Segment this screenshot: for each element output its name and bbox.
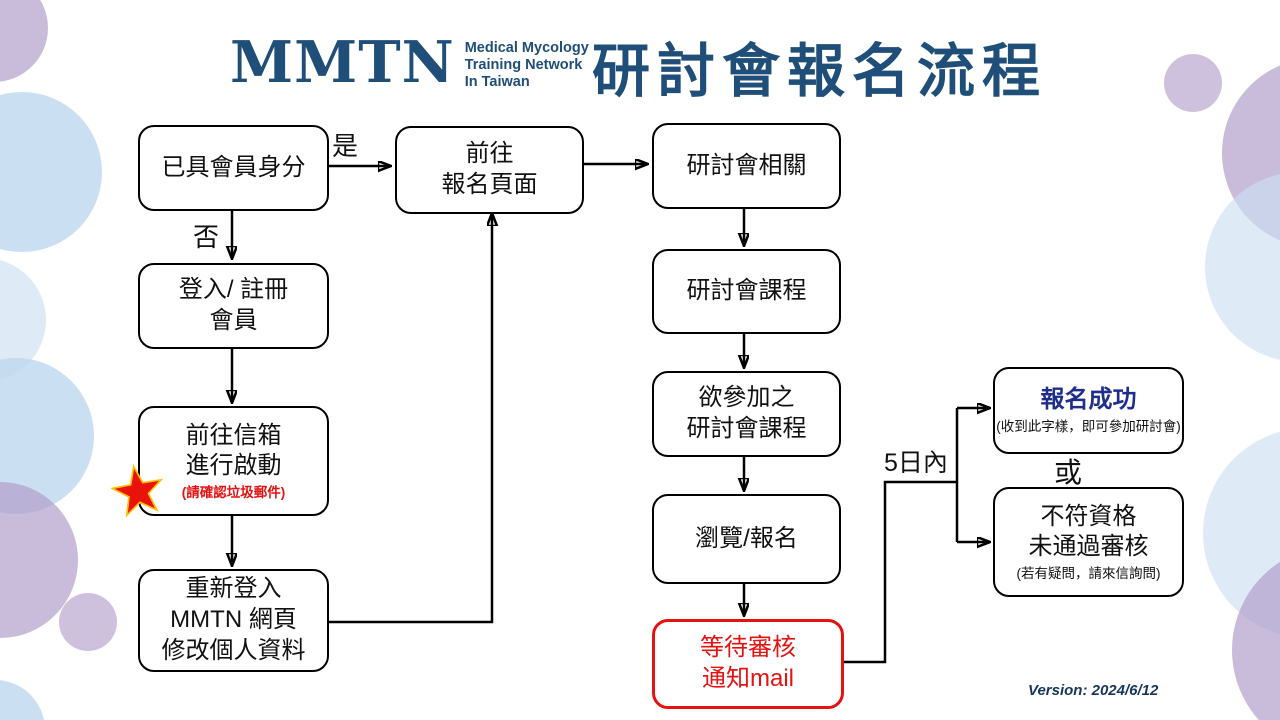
star-icon <box>111 464 164 518</box>
flow-step-wait-review: 等待審核 通知mail <box>652 619 844 709</box>
flow-step-desired-course: 欲參加之 研討會課程 <box>652 371 841 457</box>
label-yes: 是 <box>332 131 359 161</box>
decorative-circle <box>1164 54 1222 112</box>
label-no: 否 <box>193 222 220 252</box>
logo-acronym: MMTN <box>230 29 455 96</box>
flow-step-not-qualified: 不符資格 未通過審核 (若有疑問，請來信詢問) <box>993 487 1184 597</box>
spam-warning-note: (請確認垃圾郵件) <box>181 484 286 500</box>
page-title: 研討會報名流程 <box>592 39 1048 104</box>
label-or: 或 <box>1054 457 1083 488</box>
version-text: Version: 2024/6/12 <box>1028 682 1159 699</box>
flow-step-login-register: 登入/ 註冊 會員 <box>138 263 329 349</box>
flow-step-seminar-related: 研討會相關 <box>652 123 841 209</box>
flow-step-browse-register: 瀏覽/報名 <box>652 494 841 584</box>
decorative-circle <box>59 593 117 651</box>
flow-step-goto-registration-page: 前往 報名頁面 <box>395 126 584 214</box>
flow-step-member-check: 已具會員身分 <box>138 125 329 211</box>
logo-subtitle: Medical Mycology Training Network In Tai… <box>464 40 589 91</box>
label-within-5-days: 5日內 <box>884 449 948 477</box>
mmtn-logo: MMTN Medical Mycology Training Network I… <box>230 34 589 91</box>
flow-step-mailbox-activate: 前往信箱 進行啟動 (請確認垃圾郵件) <box>138 406 329 516</box>
flow-step-relogin: 重新登入 MMTN 網頁 修改個人資料 <box>138 569 329 672</box>
flow-step-seminar-courses: 研討會課程 <box>652 249 841 334</box>
flow-step-registration-success: 報名成功 (收到此字樣，即可參加研討會) <box>993 367 1184 454</box>
